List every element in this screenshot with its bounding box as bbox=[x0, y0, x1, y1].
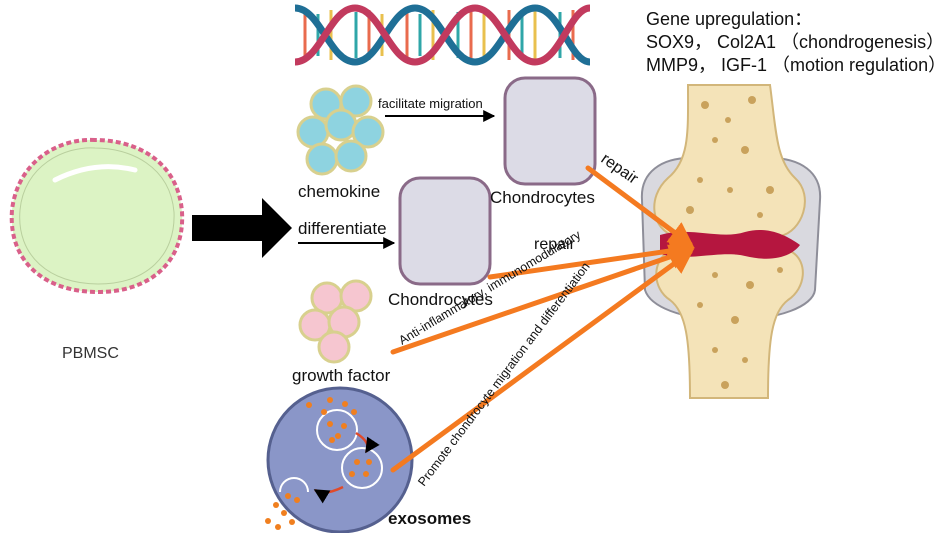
chondrocyte-top-icon bbox=[503, 76, 597, 186]
chondrocytes-top-label: Chondrocytes bbox=[490, 188, 595, 207]
repair-top-arrow bbox=[585, 165, 695, 247]
chondrocyte-mid-icon bbox=[398, 176, 492, 286]
chemokine-vesicles-icon bbox=[296, 84, 385, 176]
differentiate-label: differentiate bbox=[298, 219, 387, 238]
anti-inflammatory-arrow bbox=[390, 244, 695, 355]
exosomes-label: exosomes bbox=[388, 509, 472, 528]
gene-motion-line: MMP9， IGF-1 （motion regulation） bbox=[646, 55, 941, 75]
knee-joint-icon bbox=[640, 84, 822, 399]
repair-mid-arrow bbox=[487, 238, 695, 280]
growth-factor-vesicles-icon bbox=[298, 279, 373, 364]
chemokine-label: chemokine bbox=[298, 182, 381, 201]
gene-upregulation-title: Gene upregulation： bbox=[646, 9, 813, 29]
growth-factor-label: growth factor bbox=[292, 366, 391, 385]
dna-helix-icon bbox=[294, 4, 591, 66]
pbmsc-cell-icon bbox=[9, 137, 185, 295]
exosome-icon bbox=[265, 386, 414, 533]
promote-arrow bbox=[390, 249, 695, 473]
repair-mid-label: repair bbox=[534, 236, 575, 253]
pbmsc-label: PBMSC bbox=[62, 345, 119, 362]
big-black-arrow bbox=[192, 198, 292, 258]
gene-chondrogenesis-line: SOX9， Col2A1 （chondrogenesis） bbox=[646, 32, 941, 52]
facilitate-migration-label: facilitate migration bbox=[378, 96, 483, 111]
chondrocytes-mid-label: Chondrocytes bbox=[388, 290, 493, 309]
